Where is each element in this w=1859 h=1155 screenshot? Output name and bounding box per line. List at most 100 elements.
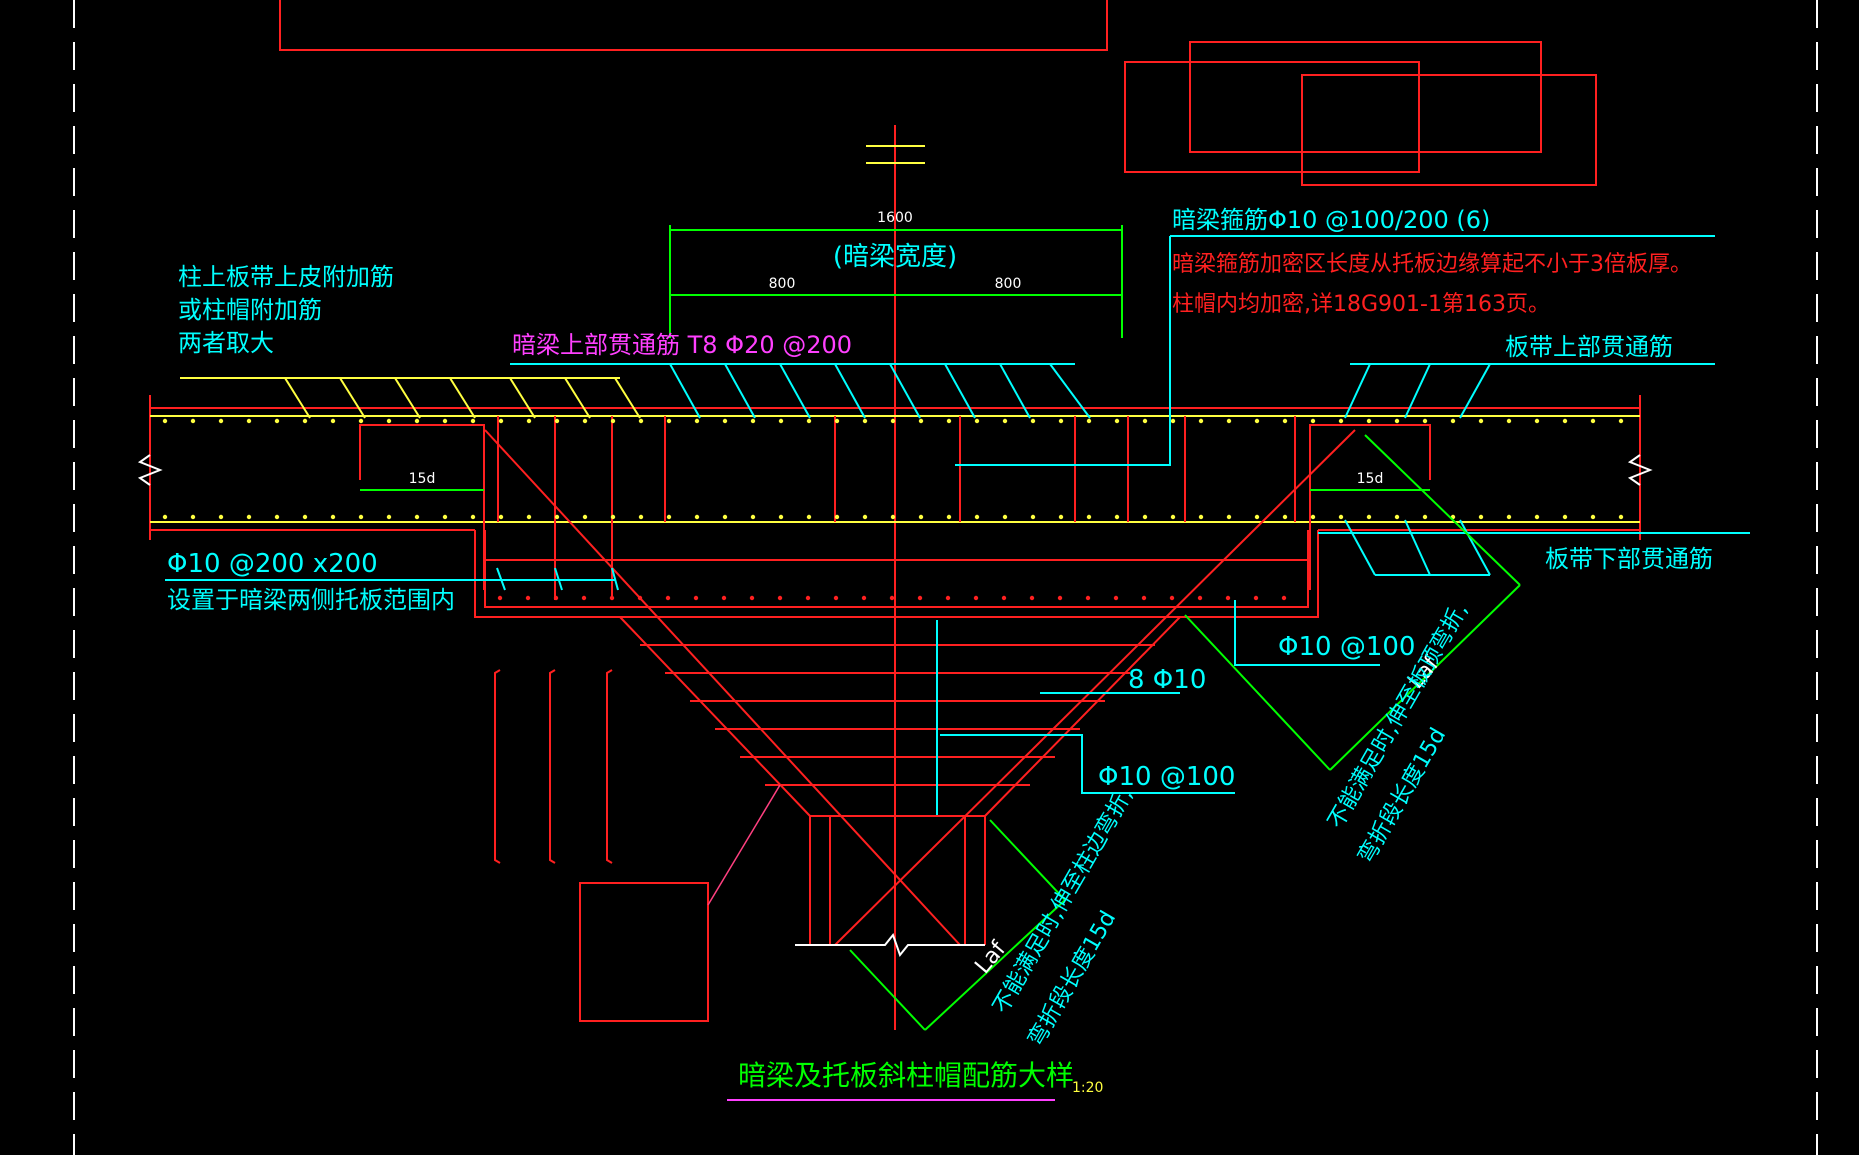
rebar-dot xyxy=(694,418,700,424)
rebar-dot xyxy=(609,595,615,601)
dimensions xyxy=(360,225,1521,1031)
rebar-dot xyxy=(246,418,252,424)
rebar-dot xyxy=(218,514,224,520)
rebar-dot xyxy=(721,595,727,601)
rebar-dot xyxy=(862,514,868,520)
note-stirrup-2: 柱帽内均加密,详18G901-1第163页。 xyxy=(1172,292,1550,317)
rebar-dot xyxy=(1590,514,1596,520)
rebar-dot xyxy=(1562,514,1568,520)
rebar-dot xyxy=(778,514,784,520)
rebar-dot xyxy=(525,595,531,601)
rebar-dot xyxy=(834,418,840,424)
rebar-dot xyxy=(917,595,923,601)
rebar-dot xyxy=(1281,595,1287,601)
rebar-dot xyxy=(1030,514,1036,520)
note-cap-stirrup-2: Φ10 @100 xyxy=(1098,762,1235,792)
anchor-right: 15d xyxy=(1357,471,1384,487)
cyan-leaders xyxy=(165,235,1750,815)
rebar-dot xyxy=(1198,514,1204,520)
rebar-dot xyxy=(302,514,308,520)
rebar-dot xyxy=(637,595,643,601)
rebar-dot xyxy=(1002,514,1008,520)
rebar-dot xyxy=(1338,514,1344,520)
rebar-dot xyxy=(1058,418,1064,424)
rebar-dot xyxy=(665,595,671,601)
column-cap xyxy=(484,429,1356,946)
rebar-dot xyxy=(834,514,840,520)
rebar-dot xyxy=(470,514,476,520)
rebar-dot xyxy=(358,514,364,520)
rebar-dot xyxy=(274,514,280,520)
rebar-dot xyxy=(162,418,168,424)
rebar-dot xyxy=(498,514,504,520)
rebar-dot xyxy=(1478,418,1484,424)
rebar-dot xyxy=(1197,595,1203,601)
rebar-dot xyxy=(918,418,924,424)
top-additional-bar-leaders xyxy=(180,377,641,419)
rebar-dot xyxy=(1618,418,1624,424)
rebar-dot xyxy=(330,514,336,520)
rebar-dot xyxy=(1254,418,1260,424)
rebar-dot xyxy=(1618,514,1624,520)
note-column-strip-1: 柱上板带上皮附加筋 xyxy=(178,263,394,291)
note-column-strip-3: 两者取大 xyxy=(178,329,274,357)
rebar-dot xyxy=(302,418,308,424)
rebar-dot xyxy=(722,514,728,520)
rebar-dot xyxy=(974,418,980,424)
rebar-dot xyxy=(526,514,532,520)
dim-total-note: (暗梁宽度) xyxy=(833,242,957,272)
rebar-dot xyxy=(1085,595,1091,601)
rebar-dot xyxy=(861,595,867,601)
rebar-dot xyxy=(1002,418,1008,424)
rebar-dot xyxy=(1001,595,1007,601)
rebar-dot xyxy=(610,418,616,424)
rebar-dot xyxy=(498,418,504,424)
rebar-dot xyxy=(1169,595,1175,601)
anchor-left: 15d xyxy=(409,471,436,487)
rebar-dot xyxy=(414,514,420,520)
rebar-dot xyxy=(862,418,868,424)
rebar-dot xyxy=(1310,514,1316,520)
rebar-dot xyxy=(890,514,896,520)
note-side-rebar-2: 设置于暗梁两侧托板范围内 xyxy=(167,586,455,614)
rebar-dot xyxy=(610,514,616,520)
rebar-dot xyxy=(497,595,503,601)
rebar-dot xyxy=(442,418,448,424)
rebar-dot xyxy=(1478,514,1484,520)
side-bars xyxy=(494,669,613,864)
rebar-dot xyxy=(693,595,699,601)
laf-left: Laf xyxy=(970,936,1011,979)
rebar-dot xyxy=(1506,514,1512,520)
rebar-dot xyxy=(1394,514,1400,520)
slab-rebars xyxy=(150,415,1640,523)
rebar-dot xyxy=(750,418,756,424)
rebar-dot xyxy=(1534,418,1540,424)
dim-right: 800 xyxy=(995,276,1022,292)
drawing-scale: 1:20 xyxy=(1072,1080,1103,1096)
rebar-dot xyxy=(974,514,980,520)
rebar-dot xyxy=(1141,595,1147,601)
rebar-dot xyxy=(1058,514,1064,520)
rebar-dot xyxy=(190,418,196,424)
rebar-dot xyxy=(554,514,560,520)
column-section xyxy=(579,882,709,1022)
rebar-dot xyxy=(582,418,588,424)
note-stirrup-title: 暗梁箍筋Φ10 @100/200 (6) xyxy=(1172,206,1490,234)
leader-column xyxy=(707,784,781,906)
rebar-dot xyxy=(1562,418,1568,424)
rebar-dot xyxy=(946,418,952,424)
rebar-dot xyxy=(1225,595,1231,601)
rebar-dot xyxy=(694,514,700,520)
rebar-dot xyxy=(778,418,784,424)
rebar-dot xyxy=(1422,514,1428,520)
rebar-dot xyxy=(889,595,895,601)
rebar-dot xyxy=(1282,514,1288,520)
dim-left: 800 xyxy=(769,276,796,292)
note-side-rebar: Φ10 @200 x200 xyxy=(167,549,378,579)
rebar-dot xyxy=(777,595,783,601)
note-beam-top-through: 暗梁上部贯通筋 T8 Φ20 @200 xyxy=(512,331,852,359)
note-cap-stirrup-1: Φ10 @100 xyxy=(1278,632,1415,662)
rebar-dot xyxy=(946,514,952,520)
rebar-dot xyxy=(1142,418,1148,424)
